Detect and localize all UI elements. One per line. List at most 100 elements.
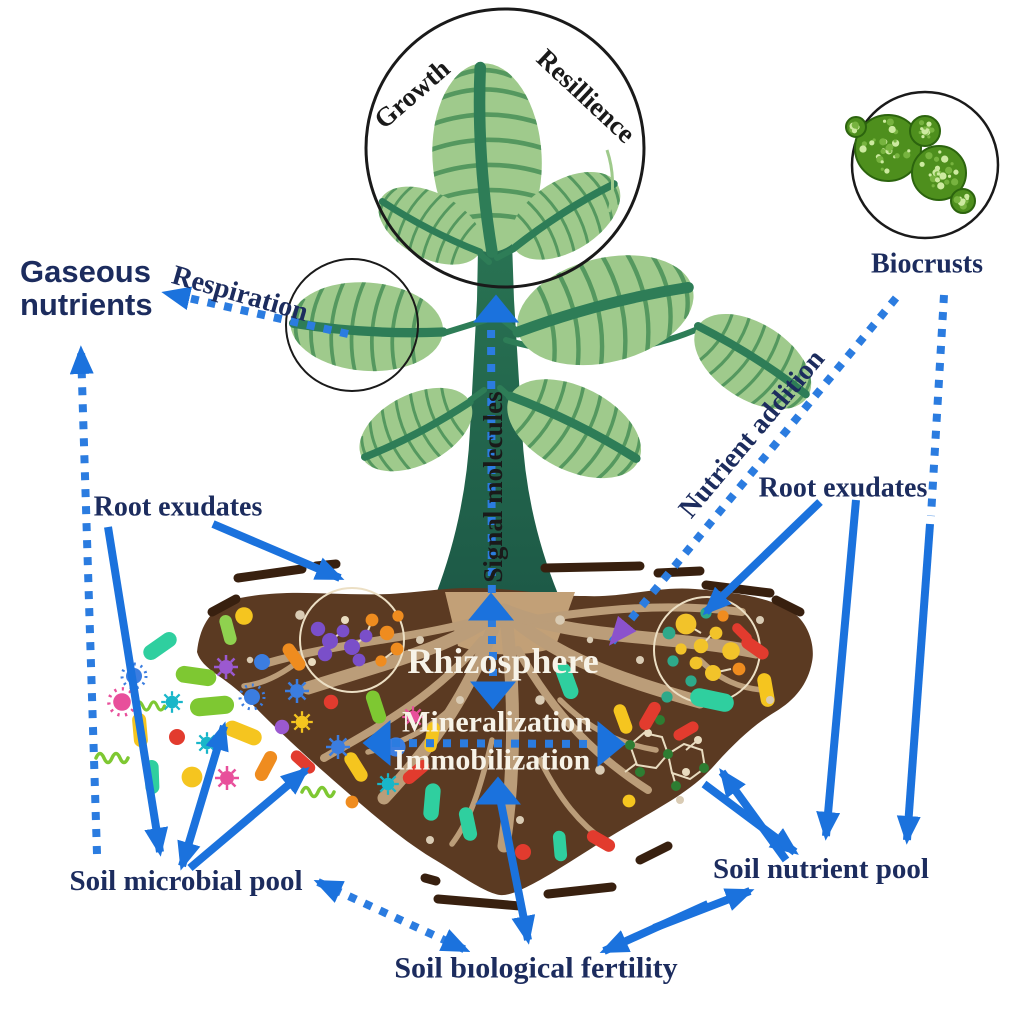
microbe-dot [375,655,387,667]
plant-illustration [287,60,829,594]
label-soil-biological-fertility: Soil bıological fertility [394,951,678,985]
microbe-capsule [189,695,235,717]
microbe-capsule [586,830,616,852]
molecule-links-left [329,619,398,662]
arrow-solid [896,523,934,845]
microbe-dot [392,610,404,622]
arrow-dotted [391,739,597,748]
arrow-solid [104,526,169,857]
biocrust-colony [909,115,941,147]
microbe-dot [693,638,709,654]
microbe-dot [515,844,531,860]
microbe-capsule [282,643,306,671]
microbe-dot [586,636,594,644]
microbe-dot [317,646,333,662]
label-immobilization: Immobilization [393,743,591,777]
microbe-dot [181,766,203,788]
microbe-capsule [344,752,368,782]
microbe-dot [359,629,373,643]
label-mineralization: Mineralization [402,705,592,739]
microbe-dot [732,662,746,676]
microbe-dot [535,695,545,705]
microbe-dot [246,656,254,664]
microbe-spiky [326,735,350,759]
microbe-dot [722,642,740,660]
microbe-dot [336,624,350,638]
microbe-dot [756,616,764,624]
arrow-dotted [69,345,101,855]
arrow-solid [718,768,790,863]
microbe-dot [676,796,684,804]
label-signal-molecules: Signal molecules [477,391,508,583]
microbe-spiky [285,679,309,703]
microbe-dot [595,765,605,775]
leaf-low-left [345,370,486,490]
microbe-dot [235,607,253,625]
microbe-dot [456,696,464,704]
arrow-solid [177,721,229,871]
gaseous-line1: Gaseous [20,254,151,289]
microbe-fuzzy [238,683,266,711]
microbe-dot [675,613,697,635]
microbe-capsule [254,750,278,782]
flow-arrows [69,286,948,955]
arrow-solid [599,900,710,955]
biocrusts-circle [850,90,1000,240]
arrowhead-up [473,294,519,323]
microbe-capsule [552,830,568,862]
arrowhead-up [475,776,521,805]
biocrust-colony [854,114,922,182]
microbe-dot [709,626,723,640]
flow-arrowheads [362,294,626,805]
microbe-capsule [365,690,387,724]
microbe-dot [341,616,349,624]
microbe-dot [323,694,339,710]
plant-trunk [436,95,558,594]
microbe-dot [344,639,360,655]
microbe-dot [365,613,379,627]
arrow-solid [701,780,799,856]
microbe-squiggle [300,785,336,799]
biocrust-colony [911,145,967,201]
microbe-dot [766,696,774,704]
microbe-dot [705,665,721,681]
microbe-dot [254,654,270,670]
leaf-accent-stroke [605,149,614,213]
microbe-spiky [291,711,313,733]
biocrust-colony [845,116,867,138]
microbe-spiky [215,766,239,790]
microbe-capsule [555,662,579,700]
microbe-capsule [741,636,769,660]
microbe-dot [426,836,434,844]
arrowhead-right [597,721,626,767]
microbe-capsule [143,631,177,661]
microbe-capsule [224,720,262,746]
label-soil-nutrient-pool: Soil nutrient pool [713,852,929,885]
label-biocrusts: Biocrusts [871,248,983,280]
biocrust-colony [950,188,976,214]
microbe-dot [322,633,338,649]
microbe-spiky [161,691,183,713]
microbe-spiky [402,706,424,728]
soil-body [197,588,813,896]
arrow-solid [816,499,860,841]
microbe-dot [636,656,644,664]
arrowhead-left [362,720,391,766]
microbe-dot [308,658,316,666]
microbe-dot [295,610,305,620]
microbe-dot [310,621,326,637]
arrow-dotted [161,286,349,338]
microbe-dot [685,675,697,687]
label-soil-microbial-pool: Soil microbial pool [69,864,303,897]
label-gaseous-nutrients: Gaseous nutrients [20,254,153,321]
microbe-dot [555,615,565,625]
arrowhead-down [470,681,516,710]
microbe-capsule [613,704,633,734]
microbe-dot [274,719,290,735]
arrow-dotted [608,295,900,646]
arrow-dotted [313,878,471,954]
microbe-dot [379,625,395,641]
microbe-capsule [639,701,661,731]
microbe-dot [169,729,185,745]
microbe-capsule [458,807,478,841]
